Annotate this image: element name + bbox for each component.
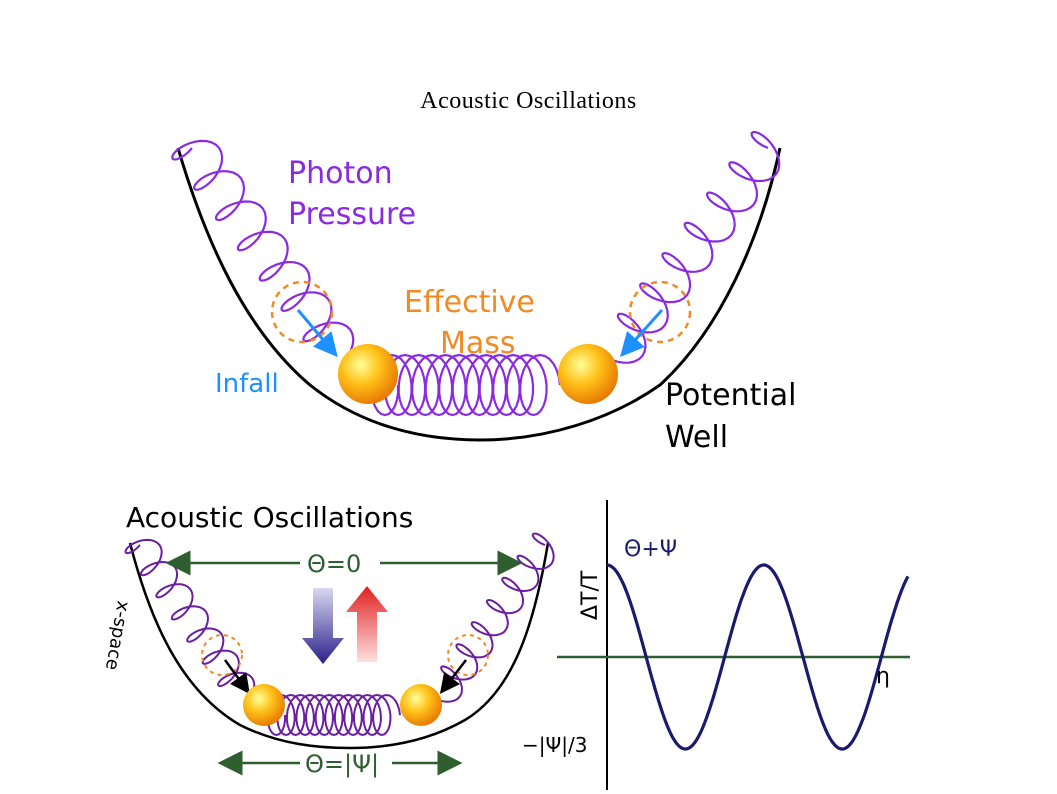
min-value-label: −|Ψ|/3 — [522, 733, 587, 757]
small-right-ball — [400, 684, 442, 726]
right-mass-ball — [558, 344, 618, 404]
y-axis-label: ΔT/T — [578, 570, 603, 620]
middle-spring — [370, 353, 562, 417]
potential-well-label-2: Well — [665, 420, 728, 455]
bottom-left-title: Acoustic Oscillations — [126, 501, 413, 534]
effective-mass-label-2: Mass — [440, 326, 516, 361]
small-right-dashed-circle — [447, 634, 489, 676]
curve-label: Θ+Ψ — [624, 537, 677, 562]
left-mass-ball — [338, 344, 398, 404]
rarefaction-up-arrow — [346, 586, 388, 662]
left-infall-arrow — [296, 309, 338, 358]
left-dashed-circle — [270, 280, 334, 344]
left-spring — [171, 139, 355, 361]
small-well-curve — [128, 542, 550, 750]
small-left-ball — [243, 684, 285, 726]
potential-well-curve — [176, 147, 782, 442]
right-spring — [611, 130, 781, 364]
small-right-spring — [437, 532, 555, 703]
theta-zero-label: Θ=0 — [307, 550, 361, 578]
small-left-spring — [124, 538, 256, 701]
potential-well-label-1: Potential — [665, 378, 796, 413]
photon-pressure-label-2: Pressure — [288, 197, 416, 232]
effective-mass-label-1: Effective — [404, 285, 535, 320]
top-potential-diagram: Photon Pressure Effective Mass Infall Po… — [171, 130, 796, 455]
infall-label: Infall — [215, 369, 279, 399]
right-infall-arrow — [619, 308, 664, 357]
small-left-infall-arrow — [223, 659, 250, 695]
small-middle-spring — [266, 693, 401, 737]
theta-psi-label: Θ=|Ψ| — [305, 750, 379, 778]
slide-title: Acoustic Oscillations — [420, 88, 637, 114]
photon-pressure-label-1: Photon — [288, 156, 393, 191]
bottom-right-plot: ΔT/T Θ+Ψ η −|Ψ|/3 — [522, 500, 910, 790]
theta-plus-psi-curve — [606, 563, 910, 751]
small-right-infall-arrow — [439, 659, 467, 694]
x-axis-label: η — [876, 664, 890, 689]
small-left-dashed-circle — [201, 634, 243, 676]
x-space-side-label: x-space — [101, 599, 134, 672]
right-dashed-circle — [628, 280, 692, 344]
bottom-left-diagram: Acoustic Oscillations Θ=0 Θ=|Ψ| x-space — [101, 501, 555, 778]
compression-down-arrow — [302, 588, 344, 664]
